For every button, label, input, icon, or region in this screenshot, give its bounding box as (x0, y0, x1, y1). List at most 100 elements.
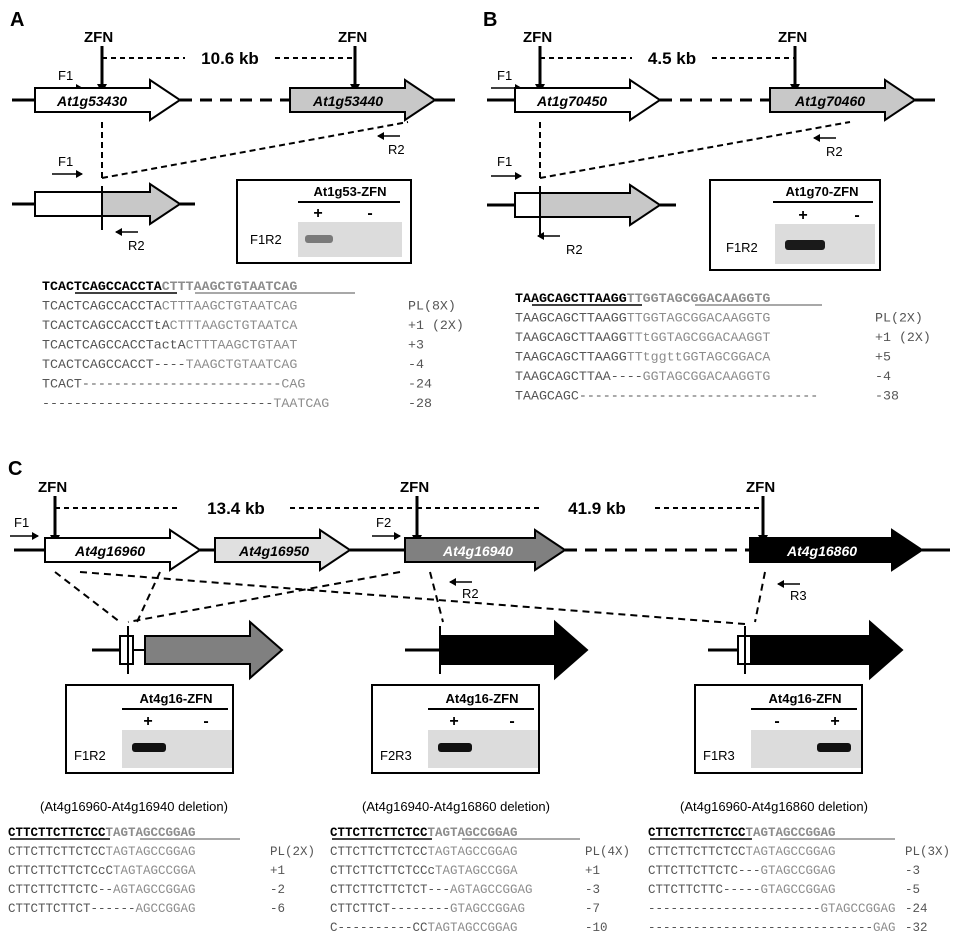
sequence-row: ------------------------------GAG (648, 921, 896, 935)
gene-label: At1g53430 (56, 93, 127, 109)
gene-arrow (214, 528, 352, 572)
sequence-right: TTtGGTAGCGGACAAGGT (627, 330, 771, 345)
zfn-label: ZFN (523, 29, 552, 46)
sequence-left: CTTCTTCTTCTCC (330, 826, 428, 840)
gene-label: At1g70450 (536, 93, 607, 109)
mutation-note: PL(2X) (875, 311, 923, 326)
sequence-left: TAAGCAGCTTAAGG (515, 311, 627, 326)
mutation-note: PL(2X) (270, 845, 315, 859)
mutation-note: +1 (2X) (875, 330, 931, 345)
sequence-left: TCACTCAGCCACCTtA (42, 318, 170, 333)
panel-label-b: B (483, 9, 497, 31)
panel-a: A ZFN ZFN 10.6 kb F1 At1g53430 At1g53440… (10, 9, 464, 411)
zfn-label: ZFN (400, 479, 429, 496)
deletion-title: (At4g16960-At4g16940 deletion) (40, 799, 228, 814)
sequence-right: TAGTAGCCGGAG (428, 845, 518, 859)
fused-gene-right (144, 619, 284, 681)
zfn-label: ZFN (746, 479, 775, 496)
sequence-left: CTTCTTCTTC----- (648, 883, 761, 897)
fused-gene-right (539, 183, 662, 227)
mutation-note: +1 (270, 864, 285, 878)
gel-lane-label: F1R2 (726, 240, 758, 255)
sequence-left: TAAGCAGC------------------------------ (515, 389, 818, 404)
gene-label: At4g16960 (74, 543, 145, 559)
sequence-left: CTTCTTCTTCTCC (8, 845, 106, 859)
gel-lane-sign: + (830, 713, 839, 730)
gel-lane-label: F2R3 (380, 748, 412, 763)
gel-band (132, 743, 166, 752)
primer-label-f1: F1 (497, 68, 512, 83)
sequence-left: CTTCTTCTTCTCC (8, 826, 106, 840)
gel-lane-sign: - (854, 207, 859, 224)
mutation-note: -24 (905, 902, 928, 916)
sequence-row: TAAGCAGCTTAA----GGTAGCGGACAAGGTG (515, 369, 770, 384)
sequence-row: TCACTCAGCCACCTactACTTTAAGCTGTAAT (42, 338, 297, 353)
sequence-right: TAATCAG (273, 396, 329, 411)
sequence-row: TCACTCAGCCACCT----TAAGCTGTAATCAG (42, 357, 297, 372)
mutation-note: -32 (905, 921, 928, 935)
mutation-note: +1 (2X) (408, 318, 464, 333)
sequence-row: TAAGCAGC------------------------------ (515, 389, 818, 404)
primer-label-r2: R2 (826, 144, 843, 159)
mutation-note: -28 (408, 396, 432, 411)
gene-arrow (44, 528, 202, 572)
fused-gene-right (439, 619, 589, 681)
mutation-note: -10 (585, 921, 608, 935)
gene-label: At4g16940 (442, 543, 513, 559)
mutation-note: -2 (270, 883, 285, 897)
sequence-row: CTTCTTCTTCTCCcTAGTAGCCGGA (330, 864, 518, 878)
mutation-note: PL(8X) (408, 299, 456, 314)
sequence-right: CAG (281, 377, 305, 392)
sequence-right: TAAGCTGTAATCAG (186, 357, 298, 372)
sequence-left: CTTCTTCTTCTCCc (330, 864, 435, 878)
mutation-note: -4 (875, 369, 891, 384)
sequence-left: CTTCTTCT-------- (330, 902, 450, 916)
distance-label: 10.6 kb (201, 49, 259, 68)
sequence-right: GTAGCCGGAG (761, 883, 836, 897)
sequence-right: TAGTAGCCGGA (435, 864, 518, 878)
mutation-note: -4 (408, 357, 424, 372)
sequence-right: GTAGCCGGAG (821, 902, 896, 916)
reference-sequence: CTTCTTCTTCTCCTAGTAGCCGGAG (330, 826, 518, 840)
sequence-left: CTTCTTCTTCTCC (648, 826, 746, 840)
zfn-label: ZFN (84, 29, 113, 46)
fused-gene-right (750, 619, 904, 681)
sequence-row: C----------CCTAGTAGCCGGAG (330, 921, 518, 935)
fused-gene-left (119, 635, 134, 665)
sequence-right: AGTAGCCGGAG (113, 883, 196, 897)
sequence-left: ------------------------------ (648, 921, 873, 935)
sequence-row: -----------------------GTAGCCGGAG (648, 902, 896, 916)
panel-label-a: A (10, 9, 24, 31)
sequence-row: CTTCTTCTTCTC--AGTAGCCGGAG (8, 883, 196, 897)
distance-label: 4.5 kb (648, 49, 696, 68)
sequence-left: ----------------------- (648, 902, 821, 916)
deletion-dashline (101, 121, 409, 179)
sequence-left: TCACTCAGCCACCTactA (42, 338, 186, 353)
sequence-row: TAAGCAGCTTAAGGTTtGGTAGCGGACAAGGT (515, 330, 770, 345)
sequence-right: TAGTAGCCGGAG (106, 845, 196, 859)
panel-b: B ZFN ZFN 4.5 kb F1 At1g70450 At1g70460 … (483, 9, 935, 404)
deletion-dashline (539, 121, 851, 179)
sequence-left: CTTCTTCTTCTCC (648, 845, 746, 859)
sequence-right: TAGTAGCCGGAG (106, 826, 196, 840)
gel-lane-sign: + (143, 713, 152, 730)
sequence-right: GTAGCCGGAG (761, 864, 836, 878)
sequence-left: CTTCTTCTTCTCC (330, 845, 428, 859)
deletion-title: (At4g16940-At4g16860 deletion) (362, 799, 550, 814)
zfn-label: ZFN (38, 479, 67, 496)
sequence-right: CTTTAAGCTGTAATCA (170, 318, 298, 333)
mutation-note: +5 (875, 350, 891, 365)
sequence-alignments: (At4g16960-At4g16940 deletion) CTTCTTCTTC… (8, 799, 950, 935)
gene-arrow (769, 78, 917, 122)
sequence-left: TAAGCAGCTTAAGG (515, 291, 627, 306)
gel-lane-label: F1R3 (703, 748, 735, 763)
gel-title: At4g16-ZFN (769, 691, 842, 706)
gel-group: At4g16-ZFN+-F1R2At4g16-ZFN+-F2R3At4g16-Z… (65, 684, 863, 774)
gene-label: At4g16860 (786, 543, 857, 559)
sequence-right: TAGTAGCCGGAG (428, 921, 518, 935)
fused-gene-left (514, 192, 541, 218)
fused-gene-left (34, 191, 103, 217)
gel-lane-sign: + (798, 207, 807, 224)
sequence-right: TAGTAGCCGGA (113, 864, 196, 878)
